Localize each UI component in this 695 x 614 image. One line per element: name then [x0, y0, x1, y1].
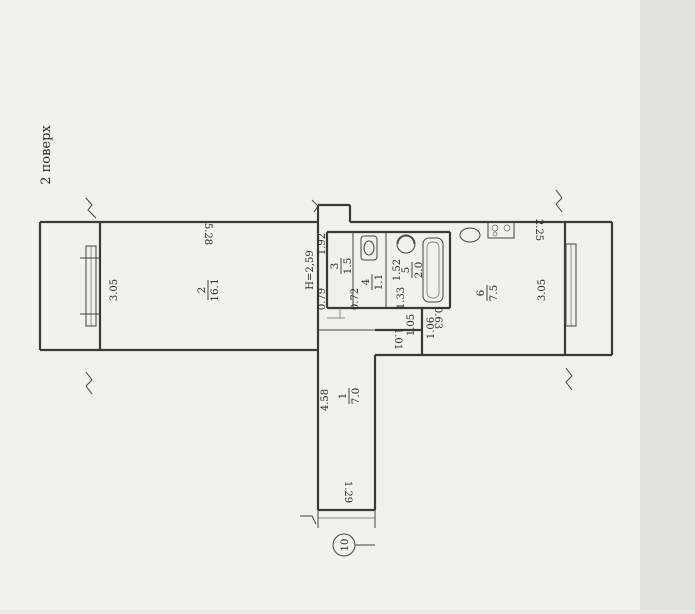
dim-wall-a: 0.63: [432, 307, 443, 329]
room-3-number: 3: [329, 263, 341, 270]
outer-walls: [38, 203, 614, 512]
room-5-label: 5 2.0: [400, 262, 425, 279]
dim-room3-width: 0.79: [317, 288, 328, 310]
dim-kitchen-niche: 2.25: [533, 219, 544, 241]
entrance-number: 10: [340, 539, 351, 552]
dim-wall-b: 1.05: [406, 314, 417, 336]
dim-room5-width: 1.33: [396, 287, 407, 309]
room-6-label: 6 7.5: [475, 285, 500, 302]
dim-room5-length: 1.52: [392, 259, 403, 281]
room-5-number: 5: [400, 267, 412, 274]
room-4-label: 4 1.1: [360, 274, 385, 291]
room-1-label: 1 7.0: [337, 388, 362, 405]
dim-hall-length: 4.58: [320, 389, 331, 411]
paper-shadow-right: [640, 0, 695, 610]
wall-break-marks: [85, 189, 573, 525]
room-1-number: 1: [337, 393, 349, 400]
room-6-area: 7.5: [488, 285, 500, 302]
room-6-number: 6: [475, 289, 487, 296]
room-labels: 2 16.1 3 1.5 4 1.1 5 2.0 6 7.5 1 7.0: [196, 258, 500, 405]
dim-hall-width: 1.29: [342, 481, 353, 503]
fixtures: [360, 221, 515, 303]
window-right: [565, 243, 577, 327]
entrance-marker: 10: [332, 533, 375, 557]
room-2-number: 2: [196, 287, 208, 294]
room-4-number: 4: [360, 278, 372, 285]
dim-room2-length: 5.28: [202, 223, 213, 245]
dim-room3-length: 1.92: [317, 233, 328, 255]
entrance-door: [317, 510, 376, 528]
dim-room6-width: 3.05: [537, 279, 548, 301]
dim-room2-width: 3.05: [109, 279, 120, 301]
room-2-area: 16.1: [209, 278, 221, 301]
dim-corridor-step: 1.01: [392, 328, 403, 350]
room-4-area: 1.1: [373, 274, 385, 291]
room-2-label: 2 16.1: [196, 278, 221, 301]
dimensions: 5.28 3.05 H=2,59 1.92 0.79 0.72 1.52 1.3…: [109, 219, 548, 503]
room-3-label: 3 1.5: [329, 258, 354, 275]
room-5-area: 2.0: [413, 262, 425, 279]
room-1-area: 7.0: [350, 388, 362, 405]
dim-wall-c: 1.06: [426, 317, 437, 339]
dim-room4-width: 0.72: [350, 288, 361, 310]
window-left: [80, 245, 100, 327]
dim-ceiling-height: H=2,59: [305, 250, 316, 289]
room-3-area: 1.5: [342, 258, 354, 275]
interior-walls: [316, 222, 452, 355]
floor-label: 2 поверх: [39, 125, 54, 185]
